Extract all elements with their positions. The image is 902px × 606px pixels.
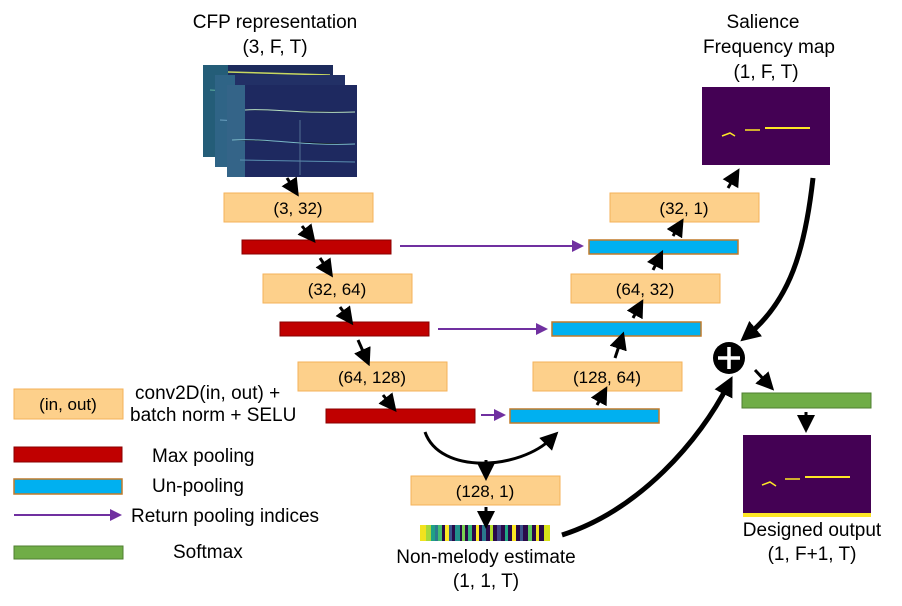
arrow-dconv2-to-unpool3 [646, 249, 664, 271]
combine-symbol [713, 342, 745, 374]
arrow-dconv1-to-unpool2 [609, 331, 627, 359]
output-heatmap [743, 435, 871, 517]
decoder-conv-2: (64, 32) [570, 273, 721, 304]
legend-softmax-label: Softmax [173, 542, 243, 563]
bottleneck-conv-label: (128, 1) [456, 482, 515, 501]
return-indices-arrows [400, 240, 584, 421]
encoder-conv-3: (64, 128) [297, 361, 448, 392]
arrow-dconv3-to-salience [722, 168, 740, 189]
encoder-conv-1: (3, 32) [223, 192, 374, 223]
arrow-salience-to-combine [740, 177, 816, 342]
arrow-combine-to-softmax [753, 368, 775, 391]
encoder-maxpool-2 [279, 321, 430, 337]
bottleneck-conv: (128, 1) [410, 475, 561, 506]
arrow-pool2-to-conv3 [354, 339, 371, 367]
encoder-conv-2: (32, 64) [262, 273, 413, 304]
cfp-spectrogram-stack [203, 65, 357, 177]
arrow-unpool1-to-dconv1 [590, 386, 608, 407]
encoder-maxpool-3 [325, 408, 476, 424]
arrow-input-to-conv1 [281, 176, 299, 197]
non-melody-shape: (1, 1, T) [453, 571, 519, 592]
arrow-pool1-to-conv2 [315, 257, 333, 278]
legend-maxpool: Max pooling [13, 446, 254, 467]
arrow-conv1-to-pool1 [297, 223, 316, 244]
legend-conv-line1: conv2D(in, out) + [135, 383, 280, 404]
legend-return-indices-label: Return pooling indices [131, 506, 319, 527]
arrow-unpool3-to-dconv3 [666, 218, 684, 239]
salience-title-line2: Frequency map [703, 37, 835, 58]
legend-conv-sample: (in, out) [39, 395, 97, 414]
encoder-conv-1-label: (3, 32) [273, 199, 322, 218]
legend-unpool: Un-pooling [13, 476, 244, 497]
arrow-unpool2-to-dconv2 [626, 299, 644, 320]
salience-heatmap [702, 87, 830, 165]
output-softmax [741, 392, 872, 409]
non-melody-strip [420, 525, 550, 541]
non-melody-title: Non-melody estimate [396, 547, 576, 568]
arrow-bottleneck-bypass [423, 431, 559, 465]
legend-softmax: Softmax [13, 542, 243, 563]
legend-conv: (in, out) conv2D(in, out) + batch norm +… [13, 383, 296, 426]
arrow-conv2-to-pool2 [335, 305, 354, 326]
salience-title-line1: Salience [727, 12, 800, 33]
cfp-shape: (3, F, T) [242, 37, 307, 58]
output-title: Designed output [743, 520, 882, 541]
encoder-conv-3-label: (64, 128) [338, 368, 406, 387]
decoder-conv-2-label: (64, 32) [616, 280, 675, 299]
cfp-title: CFP representation [193, 12, 357, 33]
arrow-nonmelody-to-combine [561, 376, 733, 538]
decoder-conv-1: (128, 64) [532, 361, 683, 392]
legend: (in, out) conv2D(in, out) + batch norm +… [13, 383, 319, 563]
encoder-conv-2-label: (32, 64) [308, 280, 367, 299]
decoder-conv-1-label: (128, 64) [573, 368, 641, 387]
legend-conv-line2: batch norm + SELU [130, 405, 296, 426]
decoder-unpool-1 [509, 408, 660, 424]
legend-return-indices: Return pooling indices [14, 506, 319, 527]
output-shape: (1, F+1, T) [768, 544, 857, 565]
decoder-conv-3-label: (32, 1) [659, 199, 708, 218]
decoder-unpool-2 [551, 321, 702, 337]
flow-arrows [281, 168, 815, 529]
arrow-conv3-to-pool3 [378, 392, 397, 413]
legend-unpool-label: Un-pooling [152, 476, 244, 497]
encoder-maxpool-1 [241, 239, 392, 255]
decoder-conv-3: (32, 1) [609, 192, 760, 223]
decoder-unpool-3 [588, 239, 739, 255]
cfp-layer-3 [227, 85, 357, 177]
legend-maxpool-label: Max pooling [152, 446, 254, 467]
salience-shape: (1, F, T) [733, 62, 798, 83]
